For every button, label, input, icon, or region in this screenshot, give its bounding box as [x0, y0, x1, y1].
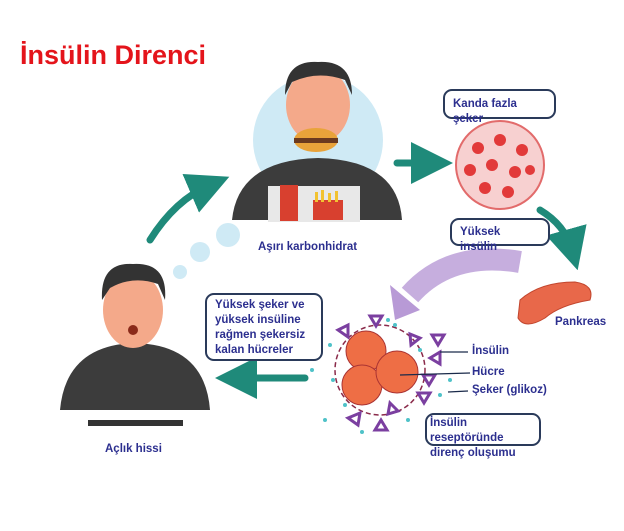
page-title: İnsülin Direnci — [20, 40, 207, 70]
cells-no-sugar-box: Yüksek şeker ve yüksek insüline rağmen ş… — [205, 293, 323, 361]
insulin-flow-arrow — [401, 248, 522, 303]
resistance-box: İnsülin reseptöründe direnç oluşumu — [425, 413, 541, 459]
high-sugar-box: Kanda fazla şeker — [443, 89, 556, 125]
cells-illustration — [310, 314, 471, 434]
pancreas-label: Pankreas — [555, 316, 607, 328]
cell-label: Hücre — [472, 366, 505, 378]
cycle-arrows — [146, 142, 587, 399]
hungry-person-illustration — [60, 223, 240, 426]
blood-sugar-illustration — [455, 120, 545, 210]
hunger-label: Açlık hissi — [105, 443, 162, 455]
high-insulin-box: Yüksek insülin — [450, 218, 550, 253]
insulin-label: İnsülin — [472, 345, 510, 357]
overeating-person-illustration — [232, 61, 402, 222]
sugar-label: Şeker (glikoz) — [472, 384, 547, 396]
pancreas-illustration — [517, 281, 592, 325]
overeating-label: Aşırı karbonhidrat — [258, 241, 358, 253]
